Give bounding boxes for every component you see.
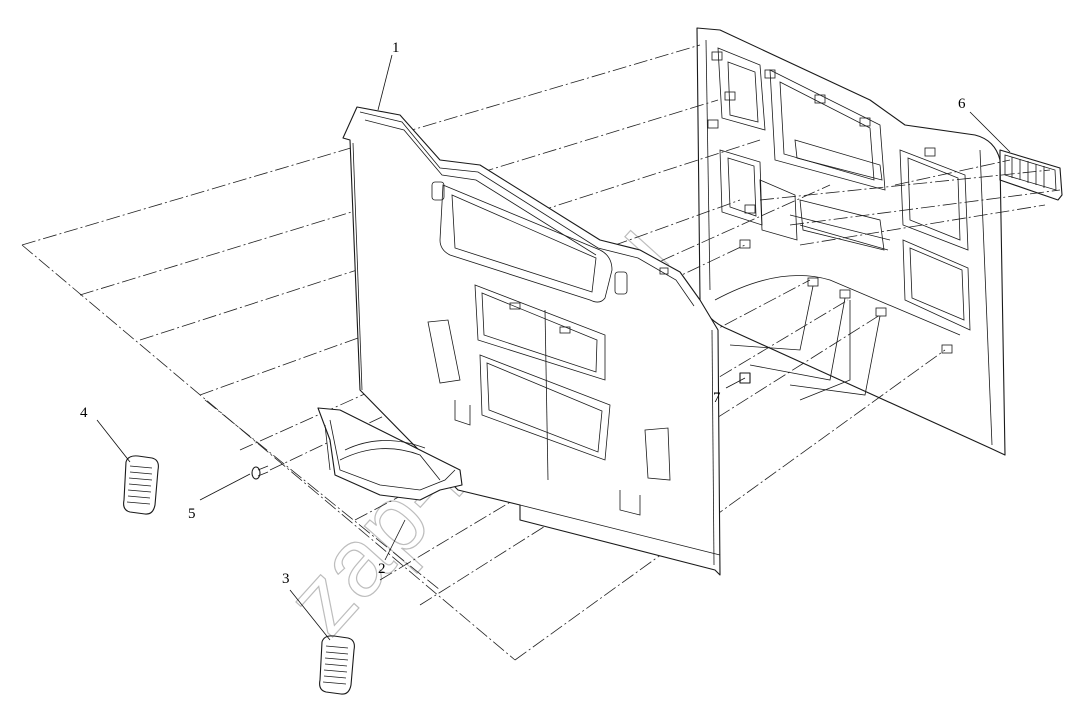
lower-trim-piece [317, 407, 463, 501]
rear-frame-panel [696, 27, 1006, 456]
interior-panel [342, 106, 721, 576]
vent-grille-4 [123, 455, 159, 515]
callout-1: 1 [392, 40, 400, 56]
callout-7: 7 [713, 390, 721, 406]
callout-3: 3 [282, 571, 290, 587]
fastener-5 [251, 465, 269, 480]
vent-grille-3 [319, 635, 355, 695]
leader-lines [96, 54, 1011, 641]
callouts: 1 2 3 4 5 6 7 [80, 40, 966, 587]
callout-6: 6 [958, 96, 966, 112]
callout-4: 4 [80, 405, 88, 421]
grille-6 [999, 149, 1063, 201]
clip-7 [739, 372, 751, 384]
callout-5: 5 [188, 506, 196, 522]
callout-2: 2 [378, 561, 386, 577]
